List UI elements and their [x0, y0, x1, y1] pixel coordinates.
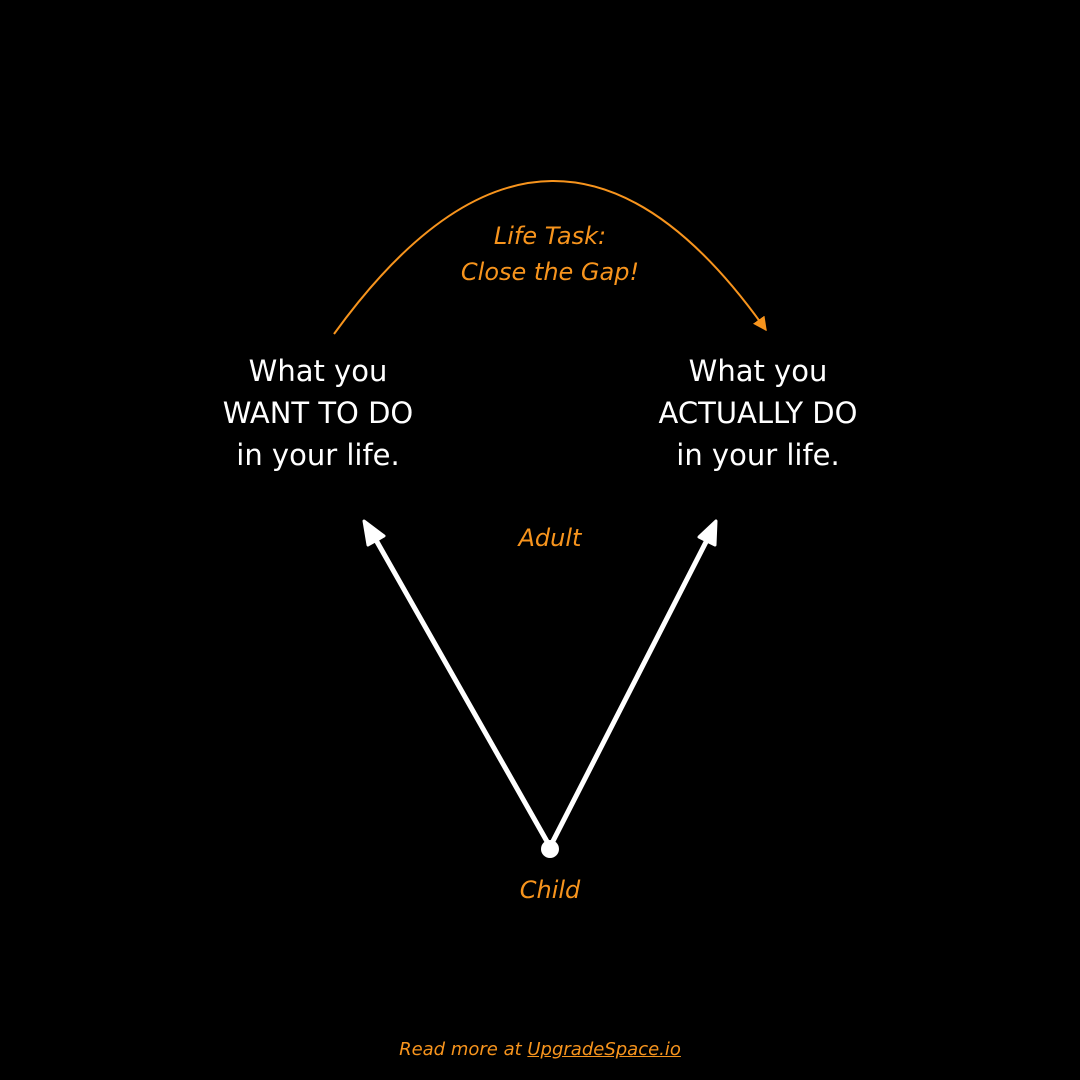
actual-line2: ACTUALLY DO	[658, 396, 858, 430]
life-task-label: Life Task: Close the Gap!	[400, 218, 700, 290]
adult-label: Adult	[518, 524, 582, 552]
gap-arc-arrow	[333, 180, 767, 335]
actually-do-label: What you ACTUALLY DO in your life.	[608, 350, 908, 476]
footer-link[interactable]: UpgradeSpace.io	[527, 1039, 681, 1060]
want-arrow-line	[373, 537, 552, 848]
want-line3: in your life.	[236, 438, 400, 472]
actual-arrow-line	[548, 537, 710, 848]
actual-line3: in your life.	[676, 438, 840, 472]
want-line2: WANT TO DO	[222, 396, 414, 430]
actual-line1: What you	[688, 354, 828, 388]
life-task-line2: Close the Gap!	[460, 258, 640, 286]
footer-credit: Read more at UpgradeSpace.io	[0, 1039, 1080, 1060]
want-line1: What you	[248, 354, 388, 388]
actual-arrowhead-icon	[697, 519, 718, 547]
child-label: Child	[519, 876, 581, 904]
footer-prefix: Read more at	[399, 1039, 528, 1060]
want-arrowhead-icon	[362, 519, 386, 547]
want-to-do-label: What you WANT TO DO in your life.	[168, 350, 468, 476]
life-task-line1: Life Task:	[493, 222, 607, 250]
child-origin-dot	[541, 840, 559, 858]
